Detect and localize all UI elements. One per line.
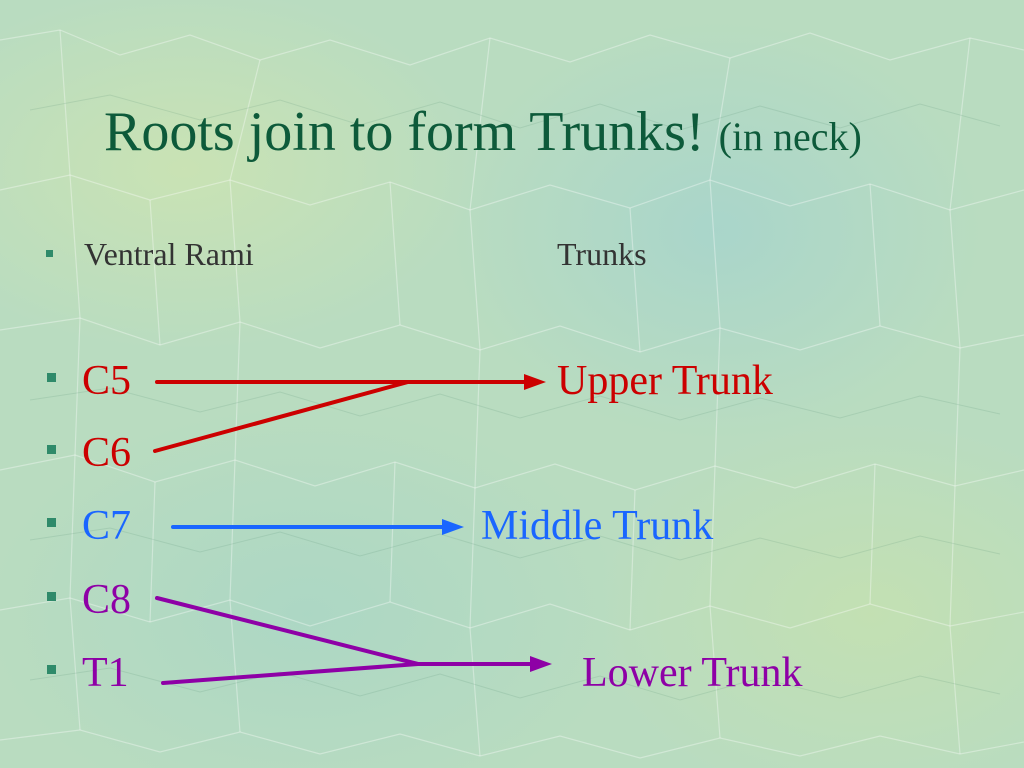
trunk-lower: Lower Trunk — [582, 650, 803, 696]
arrow-t1-to-lower — [161, 662, 420, 685]
arrowhead-lower-icon — [530, 656, 552, 672]
bullet-square-icon — [46, 250, 53, 257]
ramus-c7: C7 — [82, 503, 132, 549]
slide-title-sub: (in neck) — [718, 114, 862, 159]
trunk-upper: Upper Trunk — [557, 358, 773, 404]
arrow-c6-to-upper — [153, 380, 410, 453]
ramus-c6: C6 — [82, 430, 132, 476]
bullet-square-icon — [47, 518, 56, 527]
ramus-t1: T1 — [82, 650, 129, 696]
slide-title: Roots join to form Trunks! (in neck) — [104, 104, 862, 160]
arrowhead-middle-icon — [442, 519, 464, 535]
bullet-square-icon — [47, 445, 56, 454]
arrow-c8-to-lower — [155, 596, 420, 666]
bullet-square-icon — [47, 592, 56, 601]
ramus-c5: C5 — [82, 358, 132, 404]
arrowhead-upper-icon — [524, 374, 546, 390]
header-ventral-rami: Ventral Rami — [84, 236, 254, 272]
trunk-middle: Middle Trunk — [481, 503, 714, 549]
slide-title-main: Roots join to form Trunks! — [104, 101, 705, 163]
header-trunks: Trunks — [557, 236, 647, 272]
bullet-square-icon — [47, 373, 56, 382]
bullet-square-icon — [47, 665, 56, 674]
ramus-c8: C8 — [82, 577, 132, 623]
